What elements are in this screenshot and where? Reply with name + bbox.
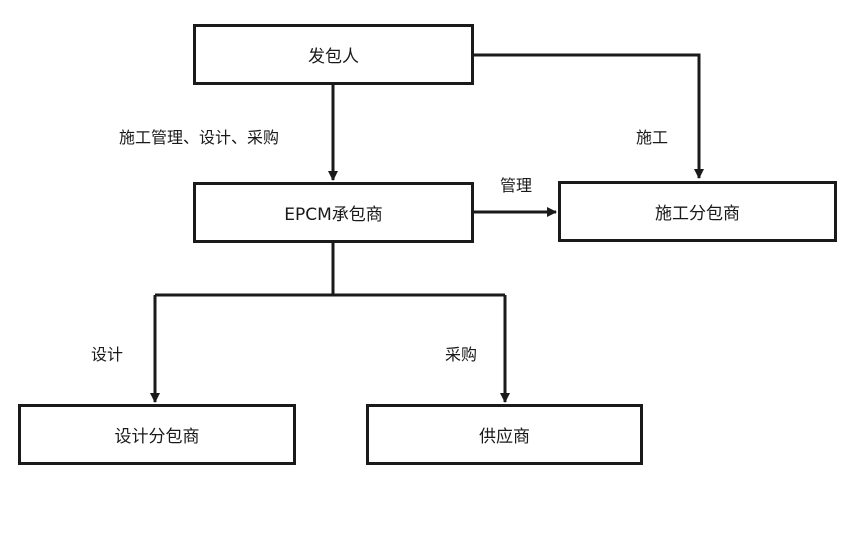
edge-label-owner-to-construction: 施工 [636, 128, 669, 147]
edge-label-epcm-to-construction: 管理 [500, 176, 533, 195]
node-design-subcontractor-label: 设计分包商 [114, 427, 200, 447]
node-construction-subcontractor-label: 施工分包商 [655, 204, 740, 224]
node-owner-label: 发包人 [308, 47, 359, 67]
node-owner: 发包人 [193, 24, 474, 85]
node-design-subcontractor: 设计分包商 [18, 404, 296, 465]
node-epcm-contractor: EPCM承包商 [193, 182, 474, 243]
node-construction-subcontractor: 施工分包商 [558, 181, 837, 242]
edge-label-epcm-to-design: 设计 [91, 345, 124, 364]
arrow-owner-to-construction-sub [473, 53, 704, 179]
node-epcm-contractor-label: EPCM承包商 [284, 205, 383, 225]
edge-label-epcm-to-supplier: 采购 [445, 345, 478, 364]
node-supplier-label: 供应商 [479, 427, 530, 447]
node-supplier: 供应商 [366, 404, 643, 465]
edge-label-owner-to-epcm: 施工管理、设计、采购 [119, 128, 280, 147]
